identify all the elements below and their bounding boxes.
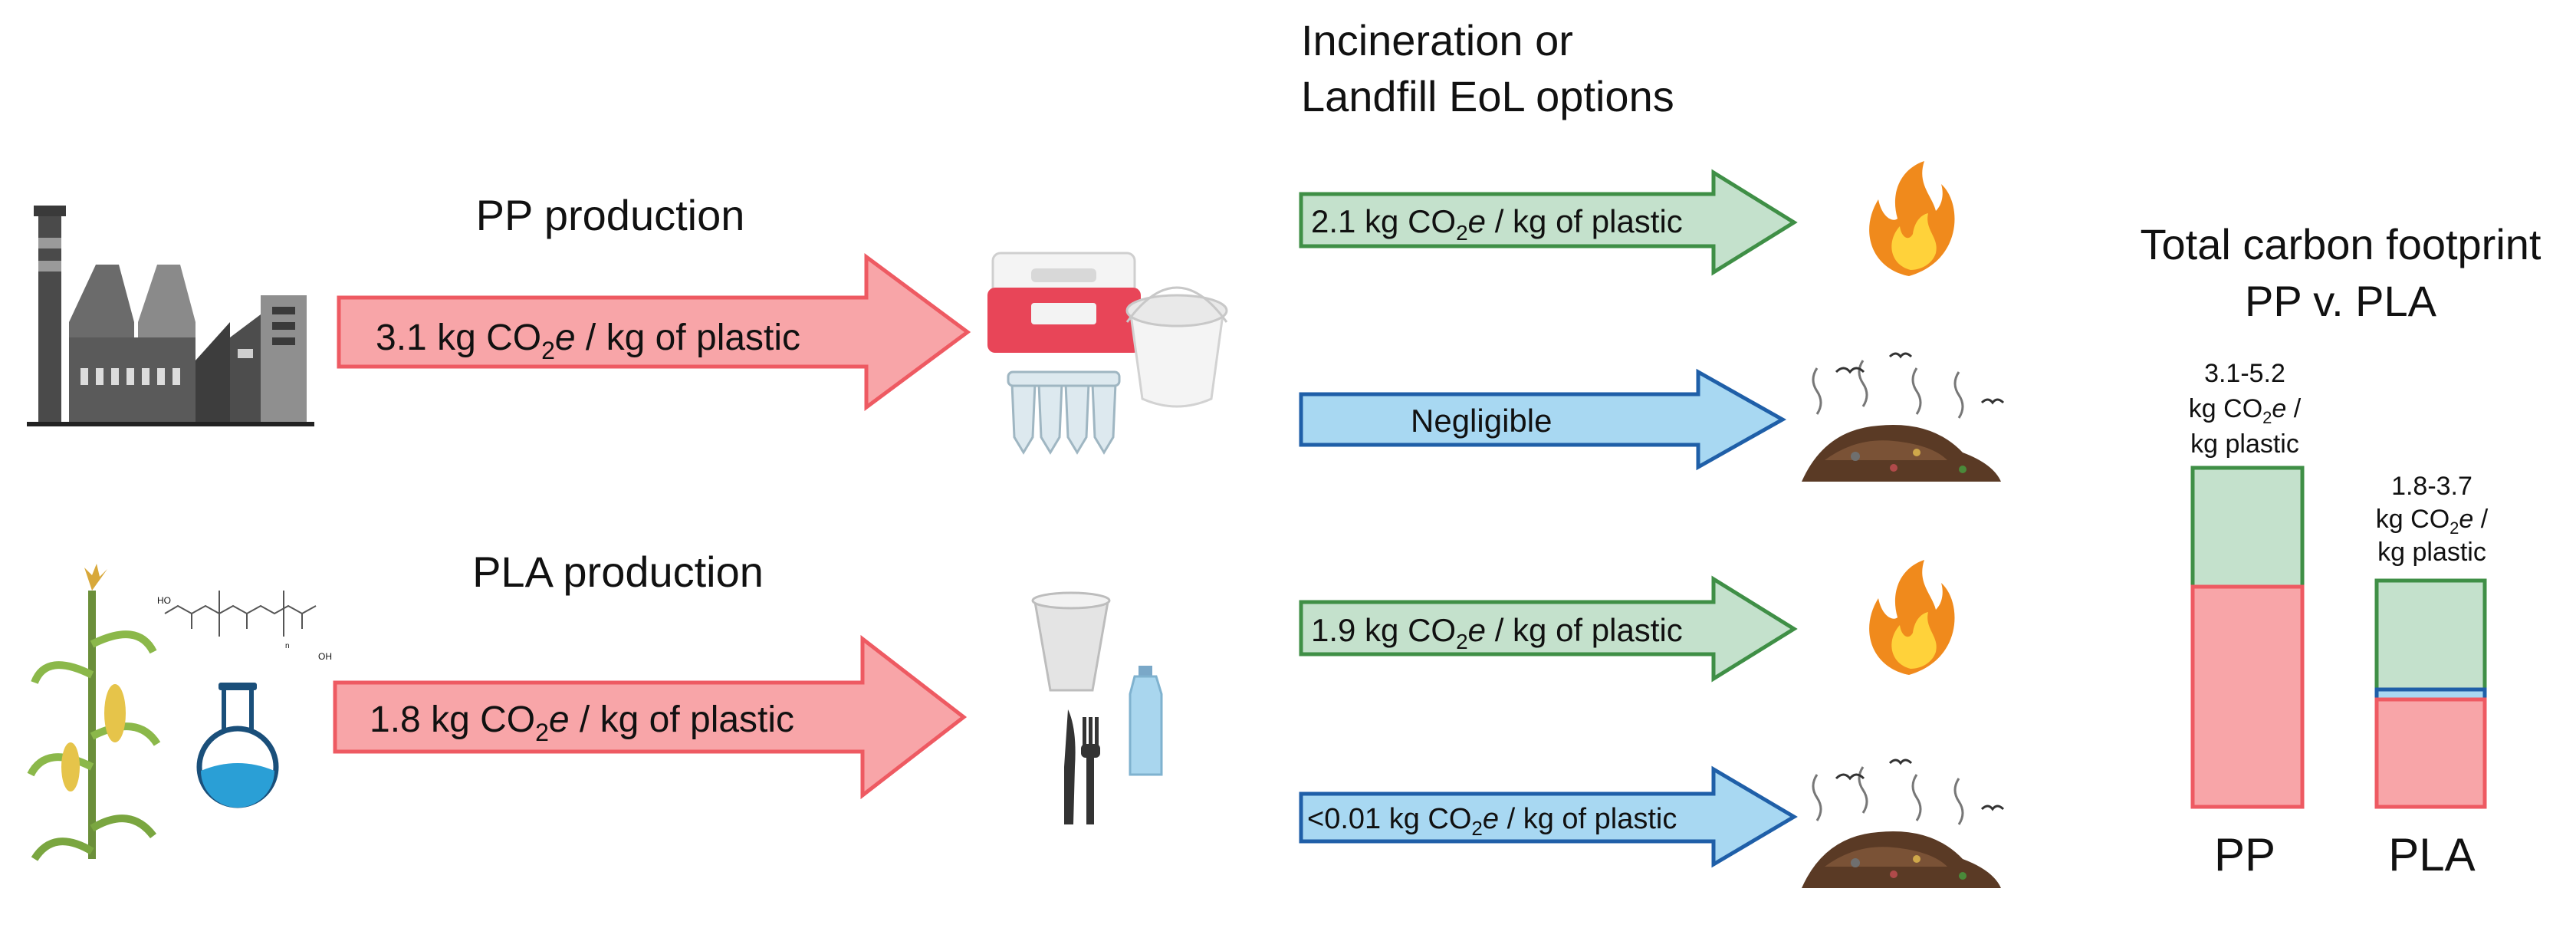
- landfill-icon: [1802, 759, 2005, 888]
- pla-footprint-label: PLA: [2388, 829, 2475, 880]
- factory-icon: [27, 206, 314, 426]
- pp-production-title: PP production: [476, 191, 745, 239]
- eol-header-line2: Landfill EoL options: [1301, 72, 1674, 120]
- pp-production-arrow: 3.1 kg CO2e / kg of plastic: [337, 253, 971, 411]
- pla-incineration-emission: 1.9 kg CO2e / kg of plastic: [1311, 612, 1683, 653]
- fire-icon: [1869, 560, 1955, 675]
- corn-plant-icon: [27, 564, 161, 861]
- tubes-icon: [1007, 370, 1121, 455]
- pp-footprint-label: PP: [2214, 829, 2275, 880]
- pla-production-arrow: 1.8 kg CO2e / kg of plastic: [333, 634, 968, 800]
- fire-icon: [1869, 161, 1955, 276]
- svg-text:OH: OH: [318, 651, 332, 662]
- pla-incineration-arrow: 1.9 kg CO2e / kg of plastic: [1299, 575, 1798, 683]
- pp-footprint-unit-line3: kg plastic: [2190, 429, 2299, 459]
- pla-footprint-bar: [2374, 578, 2487, 809]
- pp-incineration-emission: 2.1 kg CO2e / kg of plastic: [1311, 203, 1683, 245]
- pla-footprint-range: 1.8-3.7: [2391, 472, 2472, 501]
- pp-footprint-range: 3.1-5.2: [2204, 359, 2285, 388]
- pla-production-title: PLA production: [472, 548, 764, 596]
- landfill-icon: [1802, 352, 2005, 482]
- pla-production-emission: 1.8 kg CO2e / kg of plastic: [370, 699, 794, 746]
- pp-production-emission: 3.1 kg CO2e / kg of plastic: [376, 318, 800, 364]
- knife-icon: [1064, 709, 1076, 824]
- pla-landfill-emission: <0.01 kg CO2e / kg of plastic: [1307, 803, 1677, 840]
- footprint-title-line2: PP v. PLA: [2245, 277, 2437, 325]
- svg-text:HO: HO: [157, 595, 171, 606]
- eol-header-line1: Incineration or: [1301, 16, 1573, 64]
- pp-footprint-bar: [2190, 466, 2305, 809]
- pp-landfill-emission: Negligible: [1411, 403, 1552, 439]
- pla-footprint-unit: kg CO2e /: [2376, 505, 2489, 538]
- footprint-title-line1: Total carbon footprint: [2141, 220, 2542, 268]
- fork-icon: [1081, 717, 1100, 824]
- flask-icon: [196, 683, 279, 808]
- cooler-icon: [987, 252, 1141, 353]
- svg-text:n: n: [285, 642, 290, 650]
- bottle-icon: [1129, 666, 1163, 776]
- pla-landfill-arrow: <0.01 kg CO2e / kg of plastic: [1299, 765, 1798, 868]
- pp-footprint-unit: kg CO2e /: [2189, 394, 2302, 427]
- bucket-icon: [1125, 286, 1228, 408]
- pla-footprint-unit-line3: kg plastic: [2377, 538, 2486, 567]
- pp-incineration-arrow: 2.1 kg CO2e / kg of plastic: [1299, 169, 1798, 276]
- pla-molecule-icon: HO OH n: [157, 591, 332, 662]
- pp-landfill-arrow: Negligible: [1299, 368, 1787, 471]
- cup-icon: [1031, 591, 1111, 692]
